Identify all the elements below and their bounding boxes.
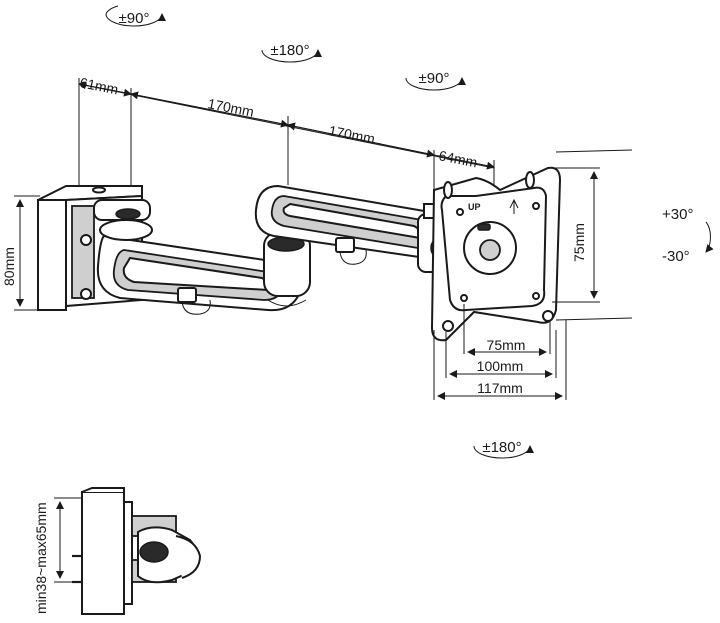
dim-vesa-vertical: 75mm: [571, 223, 587, 262]
tilt-up-label: +30°: [662, 206, 693, 223]
dim-vesa-75: 75mm: [487, 337, 526, 353]
dim-base-depth: 61mm: [78, 74, 119, 97]
dim-clamp-range: min38~max65mm: [33, 502, 49, 614]
rotation-label: ±180°: [482, 439, 521, 456]
rotation-label: ±90°: [119, 10, 150, 27]
dimension-chain-top: 61mm 170mm 170mm 64mm: [78, 74, 495, 200]
dim-height: 80mm: [1, 247, 17, 286]
dimension-height: 80mm: [1, 195, 40, 311]
arm-segment-1: [96, 219, 302, 315]
tilt-indicator: +30° -30°: [662, 206, 714, 265]
tilt-down-label: -30°: [662, 248, 690, 265]
rotation-top-center: ±180°: [261, 42, 322, 63]
clamp-detail: min38~max65mm: [33, 487, 202, 615]
dimension-vesa-vertical: 75mm: [552, 149, 633, 321]
dim-plate-width: 117mm: [477, 380, 523, 396]
plate-up-label: UP: [468, 202, 481, 212]
dimension-vesa-horizontal: 75mm 100mm 117mm: [433, 304, 567, 400]
rotation-bottom: ±180°: [473, 439, 534, 459]
dim-arm-1: 170mm: [206, 95, 255, 120]
rotation-label: ±90°: [419, 70, 450, 87]
dim-vesa-100: 100mm: [477, 358, 524, 374]
dim-arm-2: 170mm: [327, 122, 376, 147]
rotation-top-left: ±90°: [105, 5, 166, 27]
rotation-label: ±180°: [270, 42, 309, 59]
arm-segment-2: [254, 184, 446, 265]
dim-head: 64mm: [437, 147, 478, 170]
vesa-plate: UP: [430, 166, 562, 342]
rotation-top-right: ±90°: [405, 70, 466, 91]
middle-joint: [263, 231, 311, 307]
